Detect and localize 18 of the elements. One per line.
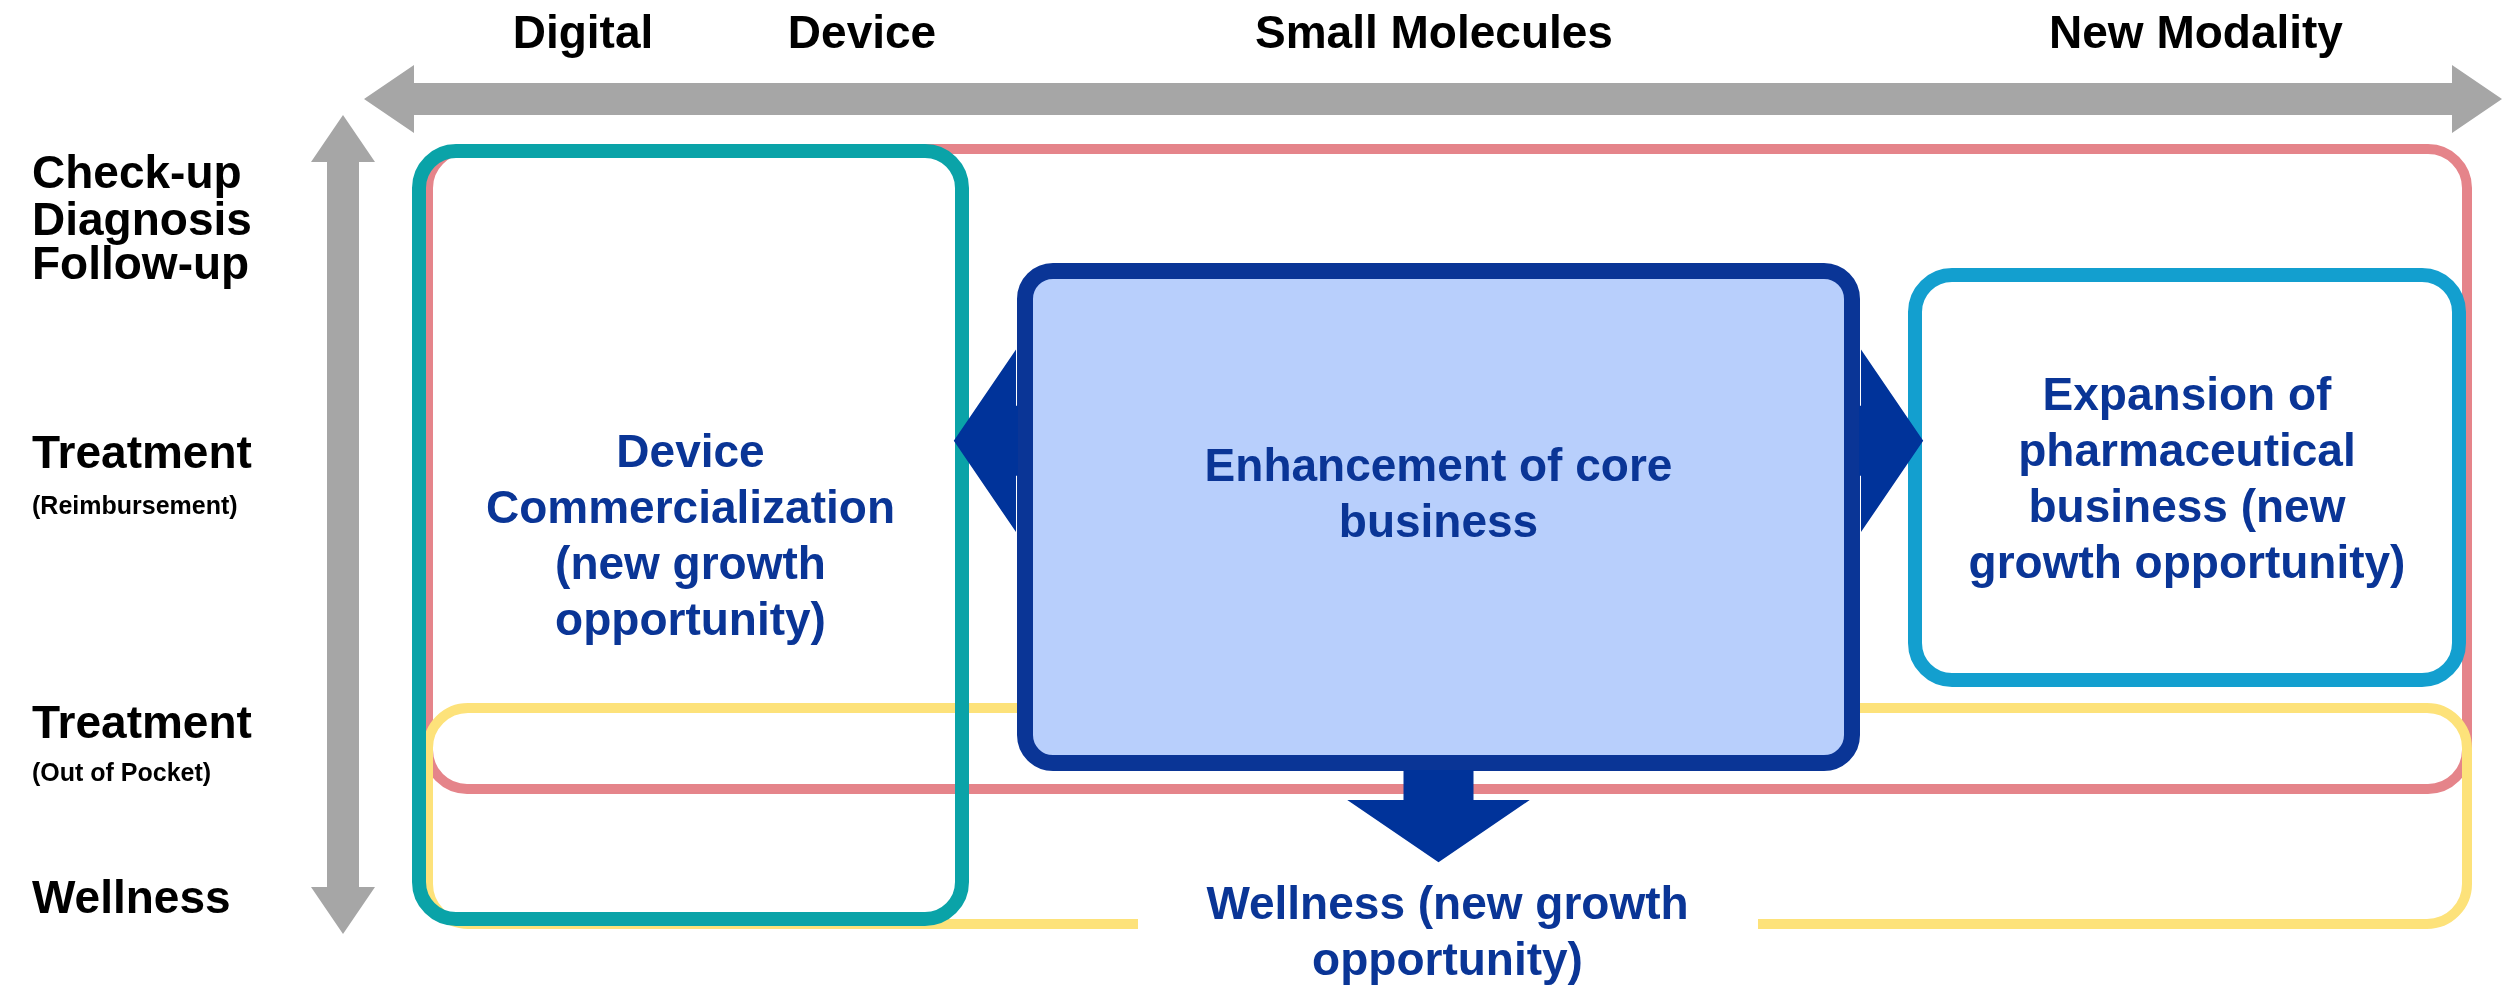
axis-label: Treatment xyxy=(32,429,252,475)
block-arrow xyxy=(1859,349,1924,533)
axis-label: Treatment xyxy=(32,699,252,745)
box-label: Enhancement of core business xyxy=(1203,438,1674,549)
axis-label: (Reimbursement) xyxy=(32,493,238,518)
block-arrow xyxy=(1347,770,1530,863)
axis-label: Wellness xyxy=(32,874,231,920)
rounded-box xyxy=(412,144,969,926)
rounded-box xyxy=(1908,268,2466,687)
core-box xyxy=(1017,263,1860,771)
box-label: Device Commercialization (new growth opportunity) xyxy=(485,424,896,647)
block-arrow xyxy=(953,349,1018,533)
axis-label: (Out of Pocket) xyxy=(32,760,212,785)
wellness-band xyxy=(423,703,2472,987)
box-label: Expansion of pharmaceutical business (new growth opportunity) xyxy=(1967,366,2407,590)
axis-label: Device xyxy=(787,9,937,55)
outline-band xyxy=(423,144,2472,794)
axis-label: Small Molecules xyxy=(1255,9,1613,55)
